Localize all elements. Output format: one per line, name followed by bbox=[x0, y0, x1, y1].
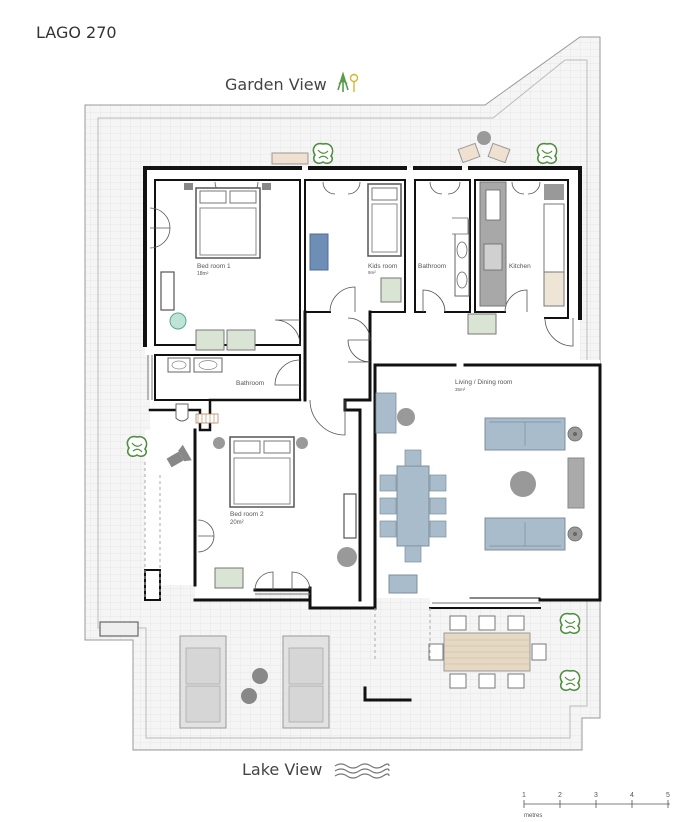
fridge bbox=[544, 184, 564, 200]
tv-unit bbox=[567, 457, 585, 509]
room-label-living: Living / Dining room bbox=[455, 379, 512, 386]
room-label-bedroom1: Bed room 1 bbox=[197, 263, 231, 270]
room-label-bedroom2: Bed room 2 bbox=[230, 511, 264, 518]
bed-single bbox=[367, 183, 402, 257]
kids-chair bbox=[380, 277, 402, 303]
room-label-kitchen: Kitchen bbox=[509, 263, 531, 270]
room-area-kids: 9m² bbox=[368, 270, 376, 275]
lounger-left bbox=[179, 635, 227, 729]
toilet bbox=[175, 403, 189, 422]
dining-table-outdoor bbox=[428, 615, 547, 689]
living-bench bbox=[388, 574, 418, 594]
wardrobe-2 bbox=[343, 493, 357, 539]
room-area-bedroom2: 20m² bbox=[230, 520, 244, 526]
scale-tick-2: 2 bbox=[558, 792, 562, 799]
scale-tick-4: 4 bbox=[630, 792, 634, 799]
bedroom2-bench bbox=[214, 567, 244, 589]
sofa-south bbox=[484, 517, 566, 551]
plant-icon bbox=[559, 612, 581, 635]
bedroom2-armchair bbox=[337, 547, 357, 567]
chair-bed1-a bbox=[195, 329, 225, 351]
plant-icon bbox=[312, 142, 334, 165]
lamp-icon bbox=[166, 444, 192, 468]
waves-icon bbox=[334, 763, 390, 779]
room-label-bathroom-mid: Bathroom bbox=[236, 380, 264, 387]
garden-table bbox=[477, 131, 491, 145]
bed-double-2 bbox=[229, 436, 295, 508]
room-label-kids: Kids room bbox=[368, 263, 397, 270]
nightstand-lamp-right bbox=[296, 437, 308, 449]
scale-tick-3: 3 bbox=[594, 792, 598, 799]
tree-icon bbox=[337, 71, 359, 92]
round-stool bbox=[169, 312, 187, 330]
towel-rack bbox=[195, 413, 219, 424]
scale-tick-1: 1 bbox=[522, 792, 526, 799]
plant-icon bbox=[536, 142, 558, 165]
dining-table-indoor bbox=[379, 449, 447, 563]
lounger-right bbox=[282, 635, 330, 729]
room-area-bedroom1: 18m² bbox=[197, 271, 209, 277]
room-label-bathroom-north: Bathroom bbox=[418, 263, 446, 270]
room-area-living: 35m² bbox=[455, 387, 466, 392]
walls bbox=[143, 166, 602, 702]
side-table-a bbox=[252, 668, 268, 684]
lake-view-label: Lake View bbox=[242, 760, 322, 779]
scale-tick-5: 5 bbox=[666, 792, 670, 799]
sideboard bbox=[375, 392, 397, 434]
nightstand-lamp-left bbox=[213, 437, 225, 449]
kitchen-table bbox=[543, 271, 565, 307]
desk bbox=[309, 233, 329, 271]
project-title: LAGO 270 bbox=[36, 23, 117, 42]
doors bbox=[149, 181, 574, 591]
garden-view-label: Garden View bbox=[225, 75, 327, 94]
chair-bed1-b bbox=[226, 329, 256, 351]
scale-bar: 1 2 3 4 5 metres bbox=[522, 792, 670, 819]
scale-unit: metres bbox=[524, 813, 542, 819]
living-stool bbox=[397, 408, 415, 426]
bed-double-1 bbox=[184, 183, 271, 259]
sofa-north bbox=[484, 417, 566, 451]
kitchen-cabinet bbox=[543, 203, 565, 273]
plant-icon bbox=[559, 669, 581, 692]
plant-icon bbox=[126, 435, 148, 458]
windows bbox=[147, 355, 540, 604]
side-table-b bbox=[241, 688, 257, 704]
garden-chair-left bbox=[457, 142, 481, 164]
garden-bench bbox=[271, 152, 309, 165]
garden-chair-right bbox=[487, 142, 511, 164]
entry-bench bbox=[467, 313, 497, 335]
planter-box bbox=[99, 621, 139, 637]
wardrobe-1 bbox=[160, 271, 175, 311]
coffee-table bbox=[510, 471, 536, 497]
